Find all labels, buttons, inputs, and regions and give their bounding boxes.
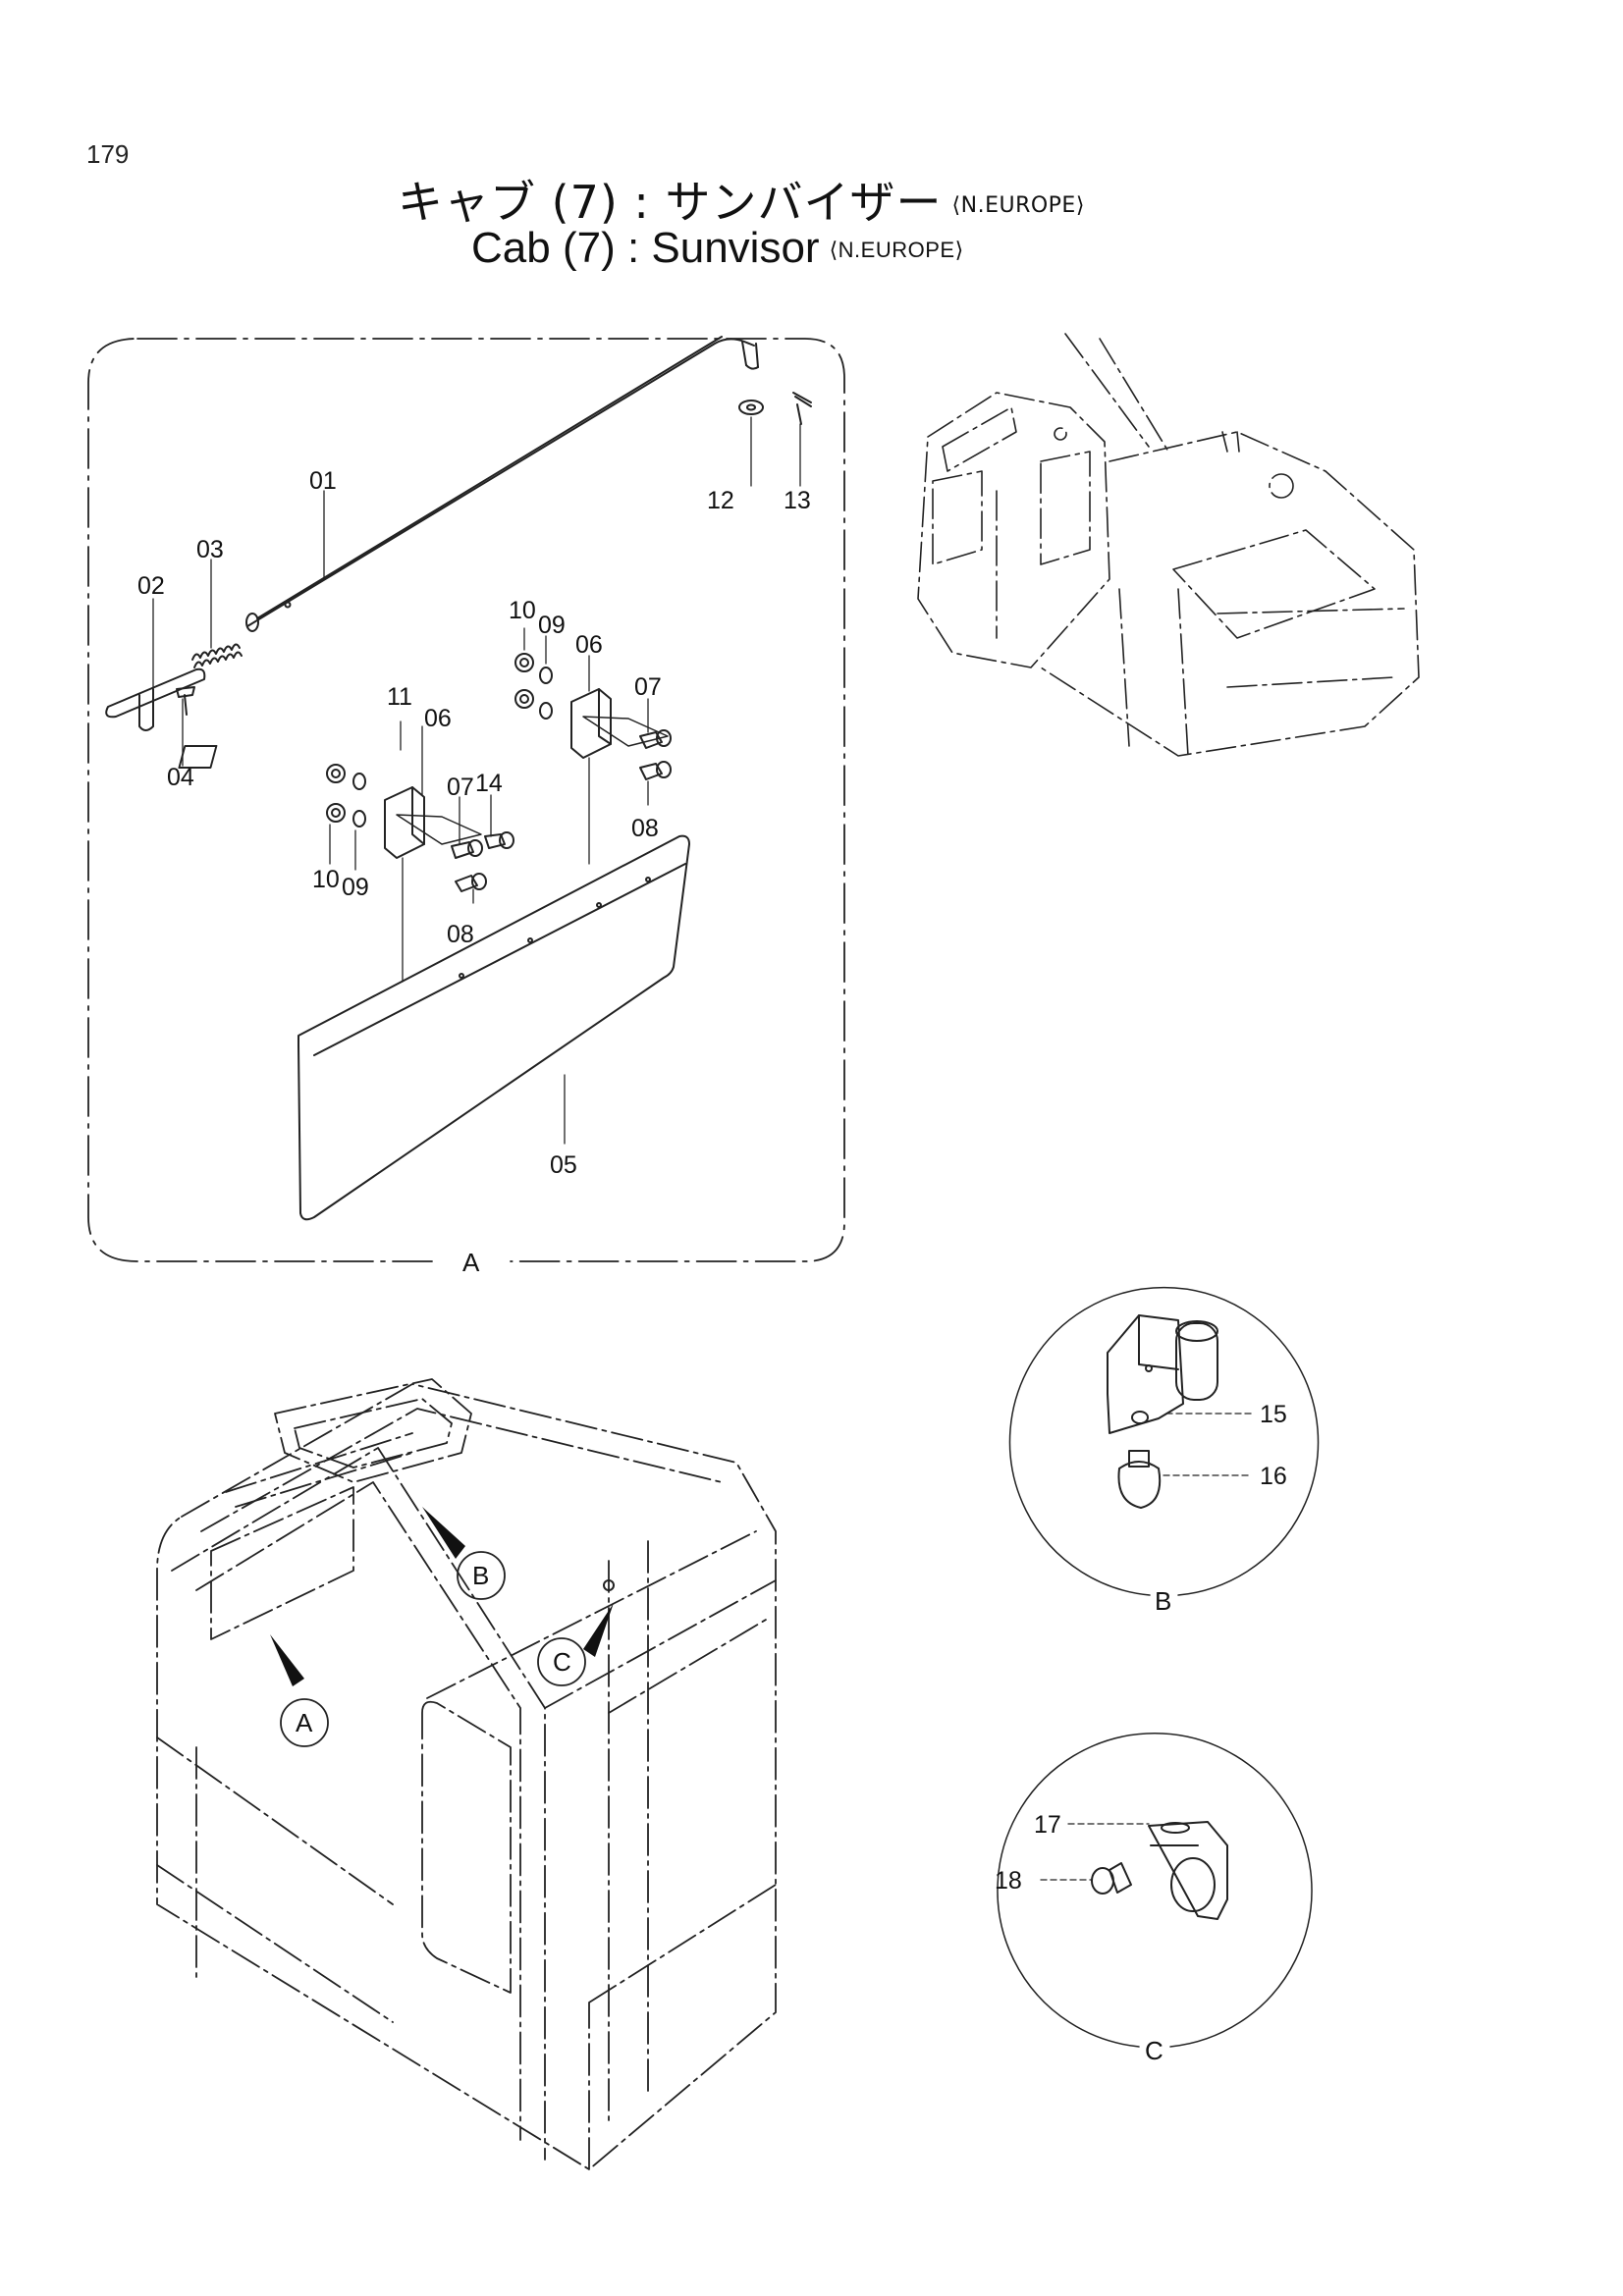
part-label-16: 16	[1260, 1463, 1287, 1490]
title-english: Cab (7) : Sunvisor ⟨N.EUROPE⟩	[0, 224, 1623, 273]
part-label-06-right: 06	[575, 631, 603, 659]
part-label-10-right: 10	[509, 597, 536, 624]
part-label-07-left: 07	[447, 774, 474, 801]
part-label-15: 15	[1260, 1401, 1287, 1428]
part-label-08-right: 08	[631, 815, 659, 842]
title-japanese-text: キャブ (7) : サンバイザー	[398, 176, 943, 229]
detail-b-label: B	[1155, 1586, 1171, 1616]
detail-c-label: C	[1145, 2036, 1163, 2065]
page-number: 179	[86, 139, 130, 169]
part-labels: 01 02 03 04 05 06 06 07 07 08 08 09 09 1…	[137, 467, 1287, 1895]
detail-a-label: A	[462, 1248, 480, 1277]
excavator-overview	[917, 333, 1420, 757]
part-label-03: 03	[196, 536, 224, 563]
marker-c-label: C	[553, 1647, 571, 1677]
pin-04	[176, 686, 195, 716]
part-label-17: 17	[1034, 1811, 1061, 1839]
detail-labels: A B C A B C	[296, 1248, 1171, 2065]
title-japanese-region: ⟨N.EUROPE⟩	[951, 193, 1085, 218]
callout-marker-c	[537, 1603, 614, 1686]
hinge-bracket-left	[178, 745, 514, 892]
cab-lamp-point	[603, 1579, 615, 1591]
part-label-10-left: 10	[312, 866, 340, 893]
leader-lines-a	[152, 416, 801, 1145]
part-label-09-right: 09	[538, 612, 566, 639]
pin-13	[792, 392, 812, 425]
callout-marker-a	[270, 1634, 329, 1747]
part-label-13: 13	[784, 487, 811, 514]
spring-03	[191, 643, 243, 668]
part-label-11: 11	[387, 683, 412, 711]
hinge-bracket-right	[514, 653, 672, 780]
title-english-text: Cab (7) : Sunvisor	[471, 224, 820, 272]
cab-overview	[156, 1378, 777, 2170]
part-label-05: 05	[550, 1151, 577, 1179]
part-label-07-right: 07	[634, 673, 662, 701]
sunvisor-rail	[245, 336, 759, 632]
sunvisor-panel	[298, 834, 690, 1221]
part-label-08-left: 08	[447, 921, 474, 948]
part-label-02: 02	[137, 572, 165, 600]
part-label-18: 18	[995, 1867, 1022, 1895]
knob-02	[105, 667, 206, 731]
title-japanese: キャブ (7) : サンバイザー ⟨N.EUROPE⟩	[0, 167, 1623, 232]
detail-c-circle	[997, 1733, 1313, 2048]
part-label-09-left: 09	[342, 874, 369, 901]
marker-a-label: A	[296, 1708, 313, 1737]
title-english-region: ⟨N.EUROPE⟩	[829, 238, 964, 263]
detail-a-frame	[87, 338, 845, 1262]
washer-12	[738, 400, 764, 415]
callout-marker-b	[422, 1507, 506, 1600]
part-label-01: 01	[309, 467, 337, 495]
marker-b-label: B	[472, 1561, 489, 1590]
detail-b-circle	[1008, 1286, 1320, 1596]
part-label-06-left: 06	[424, 705, 452, 732]
part-label-12: 12	[707, 487, 734, 514]
part-label-04: 04	[167, 764, 194, 791]
part-label-14: 14	[475, 770, 503, 797]
